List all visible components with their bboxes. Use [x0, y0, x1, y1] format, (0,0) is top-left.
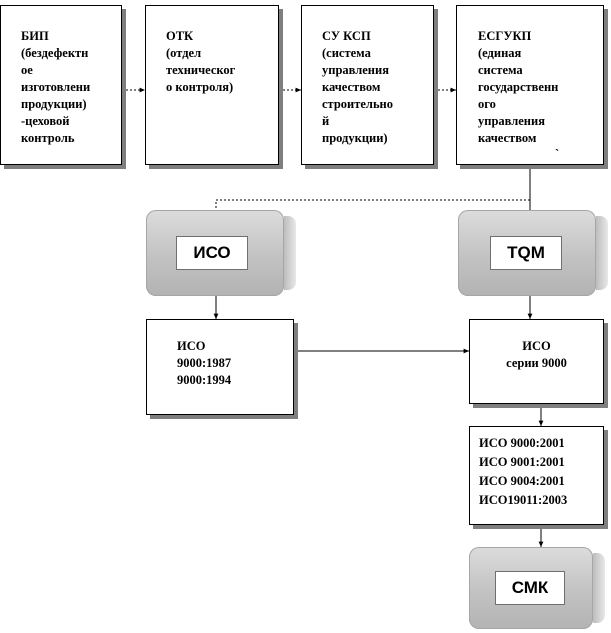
- box-iso-early: ИСО 9000:1987 9000:1994: [146, 319, 294, 415]
- stray-mark: `: [555, 147, 560, 161]
- box-otk: ОТК (отдел техническог о контроля): [145, 5, 279, 165]
- box-iso-early-text: ИСО 9000:1987 9000:1994: [177, 339, 232, 387]
- box-standards-text: ИСО 9000:2001 ИСО 9001:2001 ИСО 9004:200…: [479, 436, 568, 507]
- node-iso-side: [284, 216, 296, 290]
- box-otk-text: ОТК (отдел техническог о контроля): [166, 29, 236, 94]
- box-bip: БИП (бездефектн ое изготовлени продукции…: [0, 5, 122, 165]
- node-tqm-label: TQM: [490, 236, 562, 270]
- node-tqm: TQM: [458, 210, 608, 296]
- box-bip-text: БИП (бездефектн ое изготовлени продукции…: [21, 29, 91, 145]
- node-iso-label: ИСО: [176, 236, 248, 270]
- node-smk-side: [593, 553, 605, 623]
- box-standards: ИСО 9000:2001 ИСО 9001:2001 ИСО 9004:200…: [469, 426, 604, 525]
- box-sukcp-text: СУ КСП (система управления качеством стр…: [322, 29, 394, 145]
- node-tqm-side: [596, 216, 608, 290]
- node-smk: СМК: [469, 547, 605, 629]
- node-smk-label: СМК: [495, 571, 565, 605]
- box-iso-series-text: ИСО серии 9000: [506, 339, 567, 370]
- box-sukcp: СУ КСП (система управления качеством стр…: [301, 5, 434, 165]
- node-iso: ИСО: [146, 210, 296, 296]
- box-esgukp: ЕСГУКП (единая система государственн ого…: [456, 5, 604, 165]
- box-iso-series: ИСО серии 9000: [469, 319, 604, 404]
- box-esgukp-text: ЕСГУКП (единая система государственн ого…: [478, 29, 559, 145]
